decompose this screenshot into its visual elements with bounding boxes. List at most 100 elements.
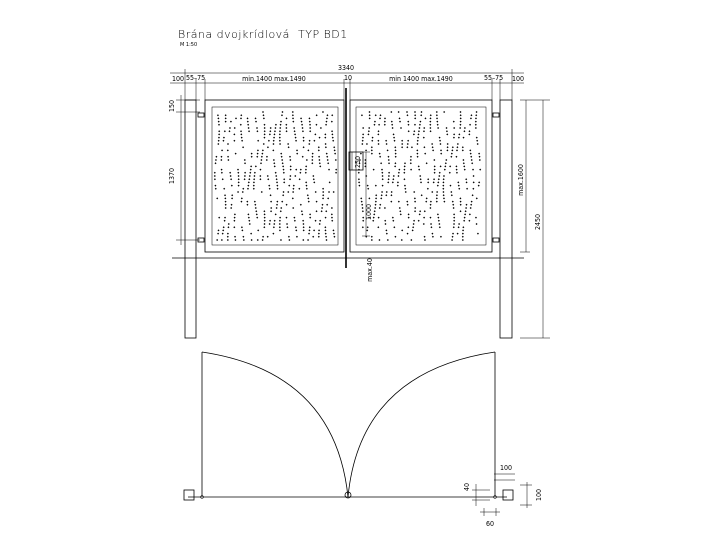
perforation-dot [465, 181, 468, 184]
perforation-dot [442, 194, 445, 197]
perforation-dot [261, 239, 264, 241]
perforation-dot [384, 223, 387, 225]
perforation-dot [448, 171, 451, 174]
perforation-dot [403, 168, 406, 171]
perforation-dot [247, 184, 250, 187]
perforation-dot [379, 114, 382, 117]
perforation-dot [390, 191, 393, 193]
perforation-dot [451, 149, 454, 152]
perforation-dot [366, 184, 369, 187]
perforation-dot [261, 152, 264, 155]
perforation-dot [406, 200, 409, 203]
perforation-dot [332, 191, 335, 193]
perforation-dot [470, 114, 473, 117]
perforation-dot [452, 203, 455, 206]
perforation-dot [330, 216, 333, 219]
perforation-dot [233, 216, 236, 219]
perforation-dot [446, 149, 449, 152]
perforation-dot [407, 123, 410, 126]
perforation-dot [233, 226, 236, 229]
perforation-dot [214, 187, 217, 190]
perforation-dot [367, 187, 370, 190]
perforation-dot [410, 146, 413, 149]
perforation-dot [394, 165, 397, 168]
perforation-dot [406, 203, 409, 206]
perforation-dot [432, 181, 435, 184]
perforation-dot [361, 203, 364, 206]
perforation-dot [276, 200, 279, 203]
perforation-dot [438, 175, 441, 177]
perforation-dot [216, 114, 219, 117]
perforation-dot [470, 159, 473, 161]
perforation-dot [429, 123, 432, 126]
perforation-dot [265, 159, 268, 161]
perforation-dot [321, 111, 324, 113]
perforation-dot [406, 143, 409, 145]
perforation-dot [390, 200, 393, 203]
perforation-dot [437, 181, 440, 184]
perforation-dot [262, 114, 265, 117]
perforation-dot [425, 200, 428, 203]
perforation-dot [244, 162, 247, 165]
perforation-dot [248, 175, 251, 177]
perforation-dot [383, 207, 386, 209]
perforation-dot [468, 130, 471, 133]
perforation-dot [399, 213, 402, 216]
perforation-dot [240, 133, 243, 136]
perforation-dot [420, 194, 423, 197]
perforation-dot [237, 184, 240, 187]
perforation-dot [254, 165, 257, 168]
perforation-dot [224, 120, 227, 123]
perforation-dot [314, 191, 317, 193]
type-label: TYP BD1 [298, 28, 348, 41]
perforation-dot [278, 133, 281, 136]
perforation-dot [218, 130, 221, 133]
perforation-dot [439, 143, 442, 145]
perforation-dot [442, 181, 445, 184]
perforation-dot [430, 226, 433, 229]
perforation-dot [313, 181, 316, 184]
perforation-dot [361, 210, 364, 213]
perforation-dot [373, 210, 376, 213]
perforation-dot [240, 136, 243, 139]
perforation-dot [253, 200, 256, 203]
perforation-dot [322, 191, 325, 193]
perforation-dot [423, 146, 426, 149]
perforation-dot [249, 171, 252, 174]
perforation-dot [293, 219, 296, 222]
detail-dimensions: 100 40 100 60 [463, 464, 543, 528]
perforation-dot [244, 171, 247, 174]
perforation-dot [299, 171, 302, 174]
perforation-dot [263, 213, 266, 216]
perforation-dot [422, 136, 425, 139]
perforation-dot [279, 143, 282, 145]
perforation-dot [474, 216, 477, 219]
dim-handle-height: 250 [354, 156, 362, 168]
perforation-dot [377, 216, 380, 219]
perforation-dot [326, 114, 329, 117]
perforation-dot [422, 130, 425, 133]
perforation-dot [478, 181, 481, 184]
perforation-dot [278, 139, 281, 142]
perforation-dot [368, 117, 371, 120]
perforation-dot [462, 229, 465, 232]
perforation-dot [237, 175, 240, 177]
perforation-dot [319, 165, 322, 168]
perforation-dot [459, 127, 462, 129]
perforation-dot [370, 146, 373, 149]
perforation-dot [213, 171, 216, 174]
perforation-dot [243, 175, 246, 177]
perforation-dot [325, 210, 328, 213]
perforation-dot [373, 123, 376, 126]
perforation-dot [471, 194, 474, 197]
perforation-dot [278, 219, 281, 222]
perforation-dot [371, 139, 374, 142]
perforation-dot [289, 178, 292, 181]
top-dimensions: 3340 100 100 55–75 55–75 min.1400 max.14… [170, 64, 524, 100]
perforation-dot [221, 232, 224, 235]
perforation-dot [224, 216, 227, 219]
perforation-dot [279, 216, 282, 219]
perforation-dot [459, 120, 462, 123]
perforation-dot [287, 143, 290, 145]
dim-center-gap: 10 [344, 74, 352, 82]
